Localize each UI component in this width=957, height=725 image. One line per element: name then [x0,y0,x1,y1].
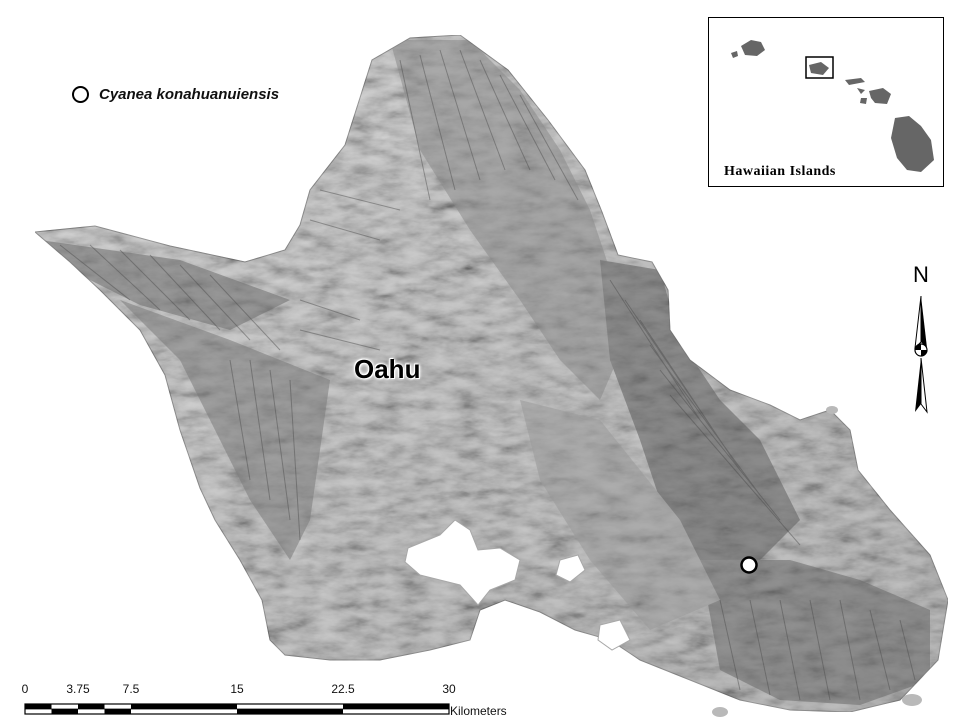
scale-bar-graphic [24,703,450,715]
north-arrow-icon [914,295,928,414]
offshore-islets [712,406,922,717]
scale-tick-label: 3.75 [66,682,90,696]
scale-tick-label: 30 [442,682,456,696]
island-name-label: Oahu [354,354,421,384]
north-arrow: N [905,262,937,414]
ridge-lines [59,49,916,701]
legend-species-label: Cyanea konahuanuiensis [99,86,280,103]
map-legend: Cyanea konahuanuiensis [72,86,279,103]
scale-unit-label: Kilometers [450,704,507,718]
species-occurrence-marker[interactable] [740,556,758,574]
inset-label: Hawaiian Islands [724,164,836,179]
open-circle-marker-icon [72,86,89,103]
scale-tick-label: 22.5 [331,682,355,696]
north-letter: N [913,262,929,287]
locator-inset: Hawaiian Islands [708,17,944,187]
scale-tick-label: 7.5 [122,682,140,696]
scale-tick-label: 15 [230,682,244,696]
relief-shading [40,40,930,705]
hawaiian-islands-inset-map [731,40,934,172]
inset-islands [731,40,934,172]
scale-bar: 0 3.75 7.5 15 22.5 30 Kilometers [0,682,957,722]
harbor-water [404,519,631,651]
oahu-locator-box [805,56,834,79]
scale-tick-label: 0 [21,682,29,696]
